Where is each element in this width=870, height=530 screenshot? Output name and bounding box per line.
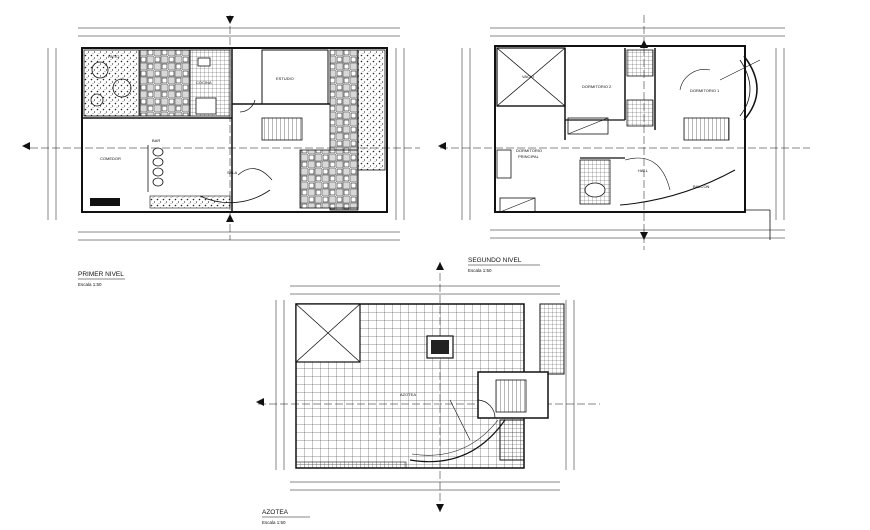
section-marker-icon [640,40,648,48]
plan-scale-segundo-nivel: Escala 1:50 [468,268,492,273]
section-marker-icon [226,16,234,24]
plan-scale-azotea: Escala 1:50 [262,520,286,525]
room-label-hall: HALL [638,168,649,173]
room-label-comedor: COMEDOR [100,156,121,161]
room-label-azotea: AZOTEA [400,392,416,397]
room-label-dormitorio-principal-line1: DORMITORIO [516,148,542,153]
section-marker-icon [256,398,264,406]
room-label-balcon: BALCON [693,184,710,189]
room-label-dormitorio-principal-line2: PRINCIPAL [518,154,540,159]
section-marker-icon [226,214,234,222]
plan-title-primer-nivel: PRIMER NIVEL [78,271,124,278]
section-marker-icon [438,142,446,150]
room-label-dormitorio-2: DORMITORIO 2 [582,84,612,89]
dimension-lines-segundo [440,15,810,250]
section-marker-icon [436,504,444,512]
room-label-estudio: ESTUDIO [276,76,294,81]
room-label-bar: BAR [152,138,160,143]
plan-title-azotea: AZOTEA [262,509,289,516]
room-label-cocina: COCINA [196,80,212,85]
section-marker-icon [436,262,444,270]
room-label-patio: PATIO [108,54,119,59]
room-label-dormitorio-1: DORMITORIO 1 [690,88,720,93]
room-label-vacio: VACIO [522,74,534,79]
plan-primer-nivel: PATIO COCINA ESTUDIO COMEDOR BAR SALA PR… [22,15,420,287]
plan-azotea: AZOTEA AZOTEA Escala 1:50 [256,262,600,525]
room-label-sala: SALA [227,170,238,175]
plan-segundo-nivel: VACIO DORMITORIO 2 DORMITORIO 1 DORMITOR… [438,15,810,273]
section-marker-icon [22,142,30,150]
plan-title-segundo-nivel: SEGUNDO NIVEL [468,257,522,264]
section-marker-icon [640,232,648,240]
plan-scale-primer-nivel: Escala 1:50 [78,282,102,287]
